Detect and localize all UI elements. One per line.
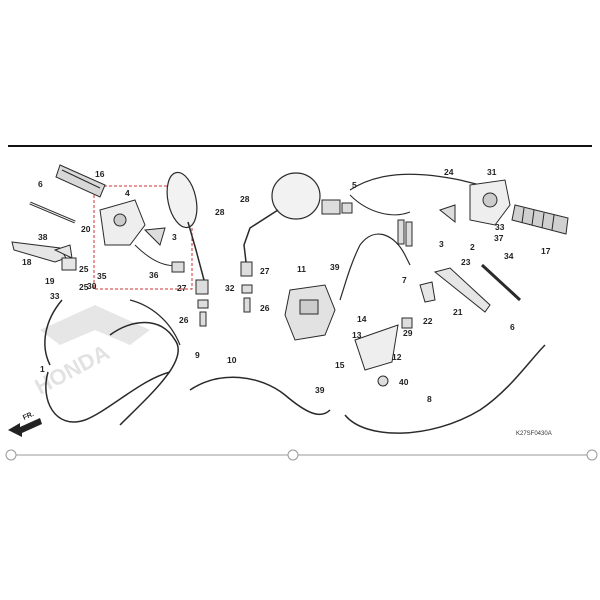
part-label: 26 [179, 315, 189, 325]
corner-circle-right [586, 449, 598, 461]
part-label: 27 [260, 266, 270, 276]
part-label: 9 [195, 350, 200, 360]
part-label: 6 [38, 179, 43, 189]
right-switch-wire [349, 173, 481, 191]
right-switch-connectors [321, 199, 413, 247]
part-label: 31 [487, 167, 497, 177]
part-label: 30 [87, 281, 97, 291]
brake-caliper [284, 284, 336, 341]
part-label: 17 [541, 246, 551, 256]
part-label: 39 [330, 262, 340, 272]
part-label: 33 [50, 291, 60, 301]
right-mirror [271, 172, 321, 220]
cable-1-b [44, 299, 63, 366]
part-label: 8 [427, 394, 432, 404]
honda-watermark: HONDA [31, 305, 150, 399]
part-labels: 1 2 3 3 4 5 6 6 7 8 9 10 11 12 13 14 15 … [22, 167, 551, 404]
left-mirror-base [195, 279, 209, 295]
part-label: 20 [81, 224, 91, 234]
part-label: 13 [352, 330, 362, 340]
cable-adjuster-6-inner [29, 202, 76, 223]
right-lever [419, 267, 491, 313]
cable-adjuster-right [480, 263, 522, 302]
part-label: 37 [494, 233, 504, 243]
part-40 [377, 375, 389, 387]
part-label: 26 [260, 303, 270, 313]
part-label: 3 [172, 232, 177, 242]
left-mirror-nut [197, 299, 209, 309]
front-arrow-icon: FR. [8, 411, 42, 437]
part-label: 34 [504, 251, 514, 261]
cable-9 [109, 321, 179, 426]
part-label: 18 [22, 257, 32, 267]
part-label: 6 [510, 322, 515, 332]
part-label: 7 [402, 275, 407, 285]
right-mirror-nut [241, 284, 253, 294]
cable-1 [45, 371, 171, 423]
part-label: 14 [357, 314, 367, 324]
left-mirror-stem [187, 221, 205, 281]
part-label: 28 [215, 207, 225, 217]
bracket-12 [354, 324, 399, 371]
part-label: 22 [423, 316, 433, 326]
part-label: 5 [352, 180, 357, 190]
part-label: 36 [149, 270, 159, 280]
part-label: 11 [297, 264, 306, 274]
left-connector [171, 261, 185, 273]
left-mirror-bolt [199, 311, 207, 327]
part-label: 39 [315, 385, 325, 395]
part-label: 12 [392, 352, 402, 362]
left-lever [11, 241, 77, 271]
left-mirror [166, 171, 198, 229]
drawing-code: K27SF0430A [516, 431, 552, 437]
part-label: 28 [240, 194, 250, 204]
highlight-box [93, 185, 193, 290]
part-label: 24 [444, 167, 454, 177]
part-label: 19 [45, 276, 55, 286]
part-label: 23 [461, 257, 471, 267]
right-switch-wire-2 [349, 194, 411, 216]
right-grip [511, 204, 569, 235]
part-label: 33 [495, 222, 505, 232]
part-label: 27 [177, 283, 187, 293]
part-label: 2 [470, 242, 475, 252]
cable-7 [359, 233, 411, 266]
part-label: 16 [95, 169, 105, 179]
cable-8 [344, 344, 546, 434]
part-label: 35 [97, 271, 107, 281]
part-label: 3 [439, 239, 444, 249]
corner-circle-left [5, 449, 17, 461]
right-mirror-base [240, 261, 253, 277]
part-label: 21 [453, 307, 463, 317]
part-label: 40 [399, 377, 409, 387]
part-label: 38 [38, 232, 48, 242]
right-mirror-bolt [243, 297, 251, 313]
part-29 [401, 317, 413, 329]
part-label: 25 [79, 264, 89, 274]
cable-9-b [129, 299, 181, 346]
part-label: 1 [40, 364, 45, 374]
left-grip [55, 164, 106, 198]
right-switch-housing [438, 179, 511, 226]
right-mirror-stem [243, 209, 279, 263]
left-switch-housing [99, 199, 166, 246]
part-label: 4 [125, 188, 130, 198]
front-marker-label: FR. [22, 411, 35, 422]
corner-circle-mid [287, 449, 299, 461]
part-label: 25 [79, 282, 89, 292]
part-label: 15 [335, 360, 345, 370]
cable-10 [189, 376, 331, 416]
part-label: 32 [225, 283, 235, 293]
cable-caliper [339, 244, 361, 301]
part-label: 10 [227, 355, 237, 365]
part-label: 29 [403, 328, 413, 338]
